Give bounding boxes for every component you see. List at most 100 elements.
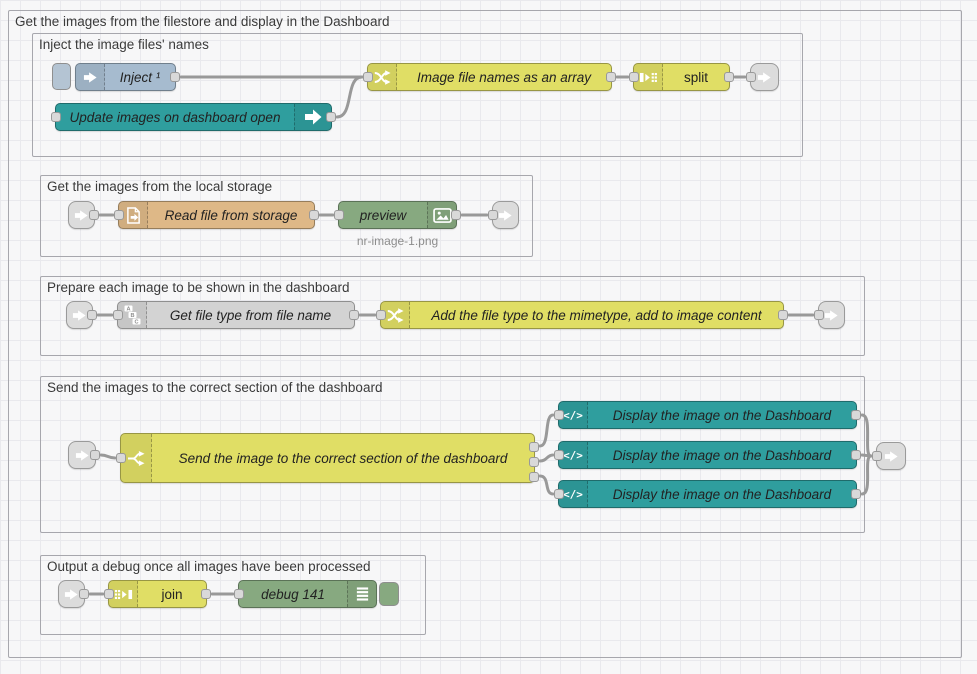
node-join[interactable]: join	[104, 580, 211, 608]
group-inject-label: Inject the image files' names	[39, 37, 209, 52]
group-send-label: Send the images to the correct section o…	[47, 380, 383, 395]
node-link-out-2[interactable]	[488, 201, 519, 229]
inject-trigger-button[interactable]	[52, 63, 71, 90]
group-outer[interactable]: Get the images from the filestore and di…	[8, 10, 962, 658]
node-debug-input-port[interactable]	[234, 589, 244, 599]
node-function-filenames-output-port[interactable]	[606, 72, 616, 82]
node-function-mimetype-input-port[interactable]	[376, 310, 386, 320]
code-template-icon: </>	[559, 402, 588, 428]
list-bars-icon	[347, 581, 376, 607]
node-link-out-2-input-port[interactable]	[488, 210, 498, 220]
node-switch-output-port-2[interactable]	[529, 457, 539, 467]
group-outer-label: Get the images from the filestore and di…	[15, 14, 390, 29]
node-link-in-2-output-port[interactable]	[89, 210, 99, 220]
wire-switch-to-display2[interactable]	[538, 453, 555, 463]
node-join-input-port[interactable]	[104, 589, 114, 599]
node-get-file-type-label: Get file type from file name	[169, 307, 332, 323]
node-switch-output-port-1[interactable]	[529, 442, 539, 452]
node-get-file-type-output-port[interactable]	[349, 310, 359, 320]
node-display-2[interactable]: </> Display the image on the Dashboard	[554, 441, 861, 469]
node-link-out-3-input-port[interactable]	[814, 310, 824, 320]
node-link-in-4[interactable]	[68, 441, 100, 469]
node-display-2-input-port[interactable]	[554, 450, 564, 460]
node-join-label: join	[161, 586, 183, 602]
node-display-2-label: Display the image on the Dashboard	[612, 447, 832, 463]
wire-switch-to-display1[interactable]	[538, 413, 555, 448]
node-display-1-input-port[interactable]	[554, 410, 564, 420]
node-split-label: split	[683, 69, 708, 85]
node-preview-output-port[interactable]	[451, 210, 461, 220]
group-local-storage[interactable]: Get the images from the local storage	[40, 175, 533, 257]
crossed-arrows-function-icon	[381, 302, 410, 328]
node-inject[interactable]: Inject ¹	[75, 63, 180, 91]
node-read-file-label: Read file from storage	[164, 207, 298, 223]
node-read-file-input-port[interactable]	[114, 210, 124, 220]
svg-text:C: C	[134, 319, 138, 325]
node-switch-output-port-3[interactable]	[529, 472, 539, 482]
node-link-in-2[interactable]	[68, 201, 99, 229]
node-split-input-port[interactable]	[629, 72, 639, 82]
node-preview-label: preview	[359, 207, 407, 223]
wire-display1-to-linkout[interactable]	[860, 413, 873, 458]
node-function-mimetype-output-port[interactable]	[778, 310, 788, 320]
group-inject[interactable]: Inject the image files' names	[32, 33, 803, 157]
wire-switch-to-display3[interactable]	[538, 474, 555, 496]
node-function-mimetype[interactable]: Add the file type to the mimetype, add t…	[376, 301, 788, 329]
node-link-out-4[interactable]	[872, 442, 906, 470]
node-split[interactable]: split	[629, 63, 734, 91]
node-split-output-port[interactable]	[724, 72, 734, 82]
node-function-filenames-input-port[interactable]	[363, 72, 373, 82]
node-link-in-5-output-port[interactable]	[79, 589, 89, 599]
group-local-storage-label: Get the images from the local storage	[47, 179, 273, 194]
node-ui-control[interactable]: Update images on dashboard open	[51, 103, 336, 131]
wire-linkin-to-switch[interactable]	[99, 453, 117, 460]
node-inject-label: Inject ¹	[119, 69, 161, 85]
node-preview[interactable]: preview	[334, 201, 461, 229]
node-ui-control-label: Update images on dashboard open	[69, 109, 281, 125]
node-link-out-4-input-port[interactable]	[872, 451, 882, 461]
node-link-out-1[interactable]	[746, 63, 779, 91]
group-debug[interactable]: Output a debug once all images have been…	[40, 555, 426, 635]
node-join-output-port[interactable]	[201, 589, 211, 599]
node-ui-control-output-port[interactable]	[326, 112, 336, 122]
node-preview-status: nr-image-1.png	[356, 234, 439, 248]
node-read-file-output-port[interactable]	[309, 210, 319, 220]
node-display-3-label: Display the image on the Dashboard	[612, 486, 832, 502]
node-display-1-output-port[interactable]	[851, 410, 861, 420]
node-link-out-3[interactable]	[814, 301, 845, 329]
node-display-3[interactable]: </> Display the image on the Dashboard	[554, 480, 861, 508]
node-inject-output-port[interactable]	[170, 72, 180, 82]
node-debug[interactable]: debug 141	[234, 580, 377, 608]
node-switch-input-port[interactable]	[116, 453, 126, 463]
node-preview-input-port[interactable]	[334, 210, 344, 220]
group-prepare[interactable]: Prepare each image to be shown in the da…	[40, 276, 865, 356]
node-ui-control-input-port[interactable]	[51, 112, 61, 122]
link-arrow-icon	[756, 70, 773, 85]
group-debug-label: Output a debug once all images have been…	[47, 559, 371, 574]
link-arrow-icon	[71, 308, 88, 323]
link-arrow-icon	[497, 208, 514, 223]
node-switch-label: Send the image to the correct section of…	[178, 450, 508, 466]
node-display-3-input-port[interactable]	[554, 489, 564, 499]
node-function-filenames-label: Image file names as an array	[416, 69, 592, 85]
node-display-1[interactable]: </> Display the image on the Dashboard	[554, 401, 861, 429]
node-display-2-output-port[interactable]	[851, 450, 861, 460]
node-link-in-3-output-port[interactable]	[87, 310, 97, 320]
node-display-3-output-port[interactable]	[851, 489, 861, 499]
wire-uicontrol-to-function[interactable]	[335, 75, 364, 119]
node-link-in-4-output-port[interactable]	[90, 450, 100, 460]
crossed-arrows-function-icon	[368, 64, 397, 90]
node-get-file-type[interactable]: A B C Get file type from file name	[113, 301, 359, 329]
node-switch[interactable]: Send the image to the correct section of…	[116, 433, 539, 483]
link-arrow-icon	[823, 308, 840, 323]
node-get-file-type-input-port[interactable]	[113, 310, 123, 320]
debug-toggle-button[interactable]	[379, 582, 399, 606]
node-link-out-1-input-port[interactable]	[746, 72, 756, 82]
node-link-in-3[interactable]	[66, 301, 97, 329]
svg-text:A: A	[126, 306, 130, 312]
node-link-in-5[interactable]	[58, 580, 89, 608]
wire-display3-to-linkout[interactable]	[860, 454, 873, 496]
node-function-filenames[interactable]: Image file names as an array	[363, 63, 616, 91]
node-read-file[interactable]: Read file from storage	[114, 201, 319, 229]
